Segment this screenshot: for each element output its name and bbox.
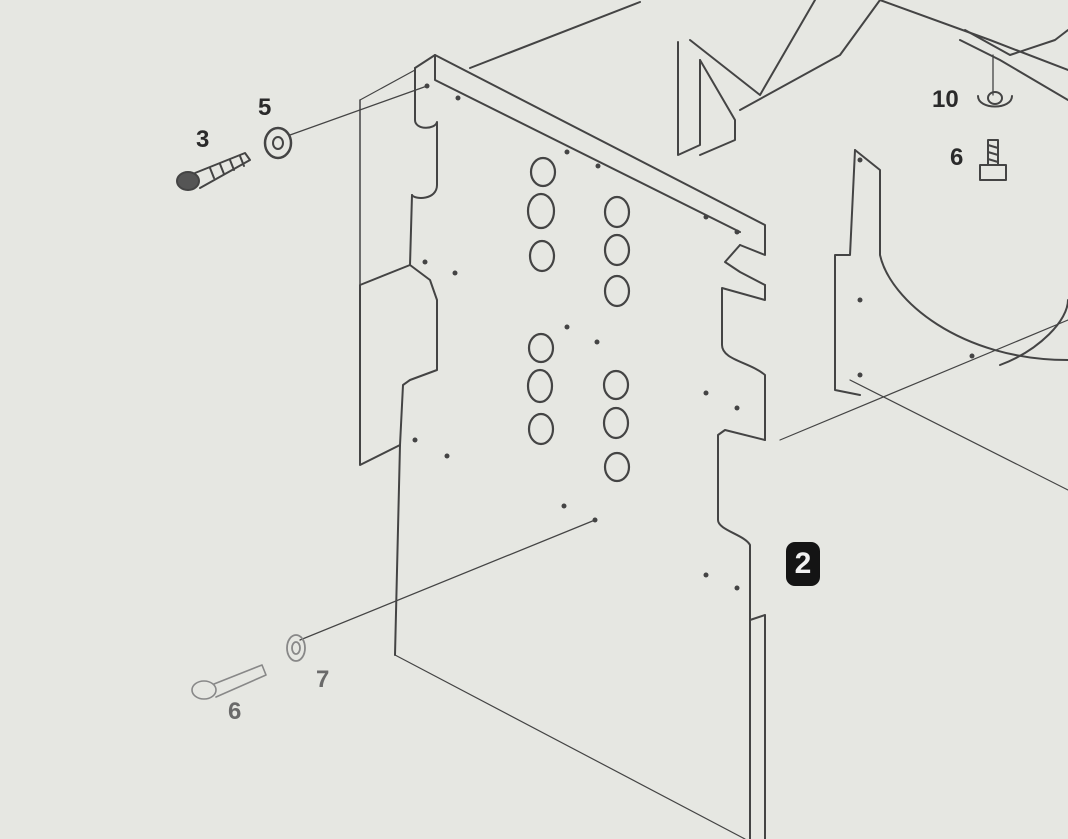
callout-6-top: 6 (950, 144, 964, 171)
side-bracket-plate (779, 149, 1068, 491)
nut-part-10 (977, 91, 1013, 108)
main-plate (359, 54, 766, 839)
bolt-part-6-bottom (191, 664, 267, 700)
plate-dots (412, 83, 975, 591)
leader-lines (289, 54, 994, 641)
callout-3: 3 (196, 126, 210, 153)
callout-10: 10 (932, 86, 959, 113)
plate-holes (526, 156, 631, 483)
callout-6-bottom: 6 (228, 698, 242, 725)
washer-part-5 (263, 126, 293, 160)
callout-7: 7 (316, 666, 330, 693)
washer-part-7 (286, 634, 306, 662)
callout-5: 5 (258, 94, 272, 121)
callout-2-badge: 2 (786, 542, 820, 586)
frame-bracket (469, 0, 1068, 156)
bolt-part-6-top (979, 139, 1007, 181)
bolt-part-3 (176, 152, 251, 191)
